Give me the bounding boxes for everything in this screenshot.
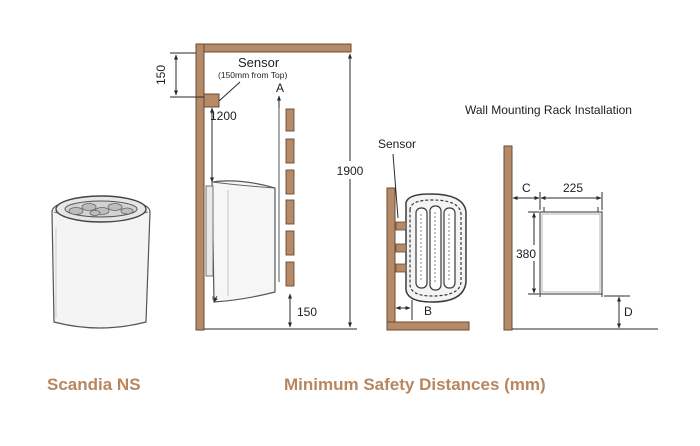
floor-clearance-value: 150 bbox=[297, 305, 317, 319]
sensor-label: Sensor bbox=[238, 55, 280, 70]
top-view-wall bbox=[386, 187, 470, 331]
rack-wall bbox=[503, 145, 513, 331]
heater-top-view bbox=[395, 193, 467, 303]
rack-height-label-bg bbox=[513, 245, 539, 261]
rack-height-value: 380 bbox=[516, 247, 536, 261]
wall-height-label-bg bbox=[332, 161, 368, 179]
product-caption: Scandia NS bbox=[47, 375, 141, 394]
rack-heading: Wall Mounting Rack Installation bbox=[465, 103, 632, 117]
clearance-b-dimension bbox=[395, 300, 413, 320]
sauna-stones bbox=[68, 203, 134, 216]
sensor-heater-value: 1200 bbox=[210, 109, 237, 123]
side-sensor-label: Sensor bbox=[378, 137, 416, 151]
rack-width-dimension bbox=[539, 192, 603, 210]
heater-side-view bbox=[205, 180, 276, 303]
rack-width-value: 225 bbox=[563, 181, 583, 195]
side-sensor-leader bbox=[392, 153, 399, 219]
wall-height-value: 1900 bbox=[337, 164, 364, 178]
clearance-d-label: D bbox=[624, 305, 633, 319]
sensor-box bbox=[203, 93, 220, 108]
sensor-note: (150mm from Top) bbox=[218, 70, 287, 80]
rack-frame bbox=[539, 207, 603, 297]
wall-battens bbox=[285, 108, 295, 287]
ceiling-sensor-value: 150 bbox=[154, 65, 168, 85]
clearance-d-dimension bbox=[604, 295, 630, 329]
heater-product-illustration bbox=[51, 195, 151, 329]
ceiling-sensor-dimension bbox=[170, 52, 204, 98]
sensor-leader-line bbox=[218, 81, 241, 102]
clearance-a-label: A bbox=[276, 81, 284, 95]
clearance-c-label: C bbox=[522, 181, 531, 195]
wall-section bbox=[195, 43, 352, 331]
clearance-b-label: B bbox=[424, 304, 432, 318]
diagram-title: Minimum Safety Distances (mm) bbox=[284, 375, 546, 394]
